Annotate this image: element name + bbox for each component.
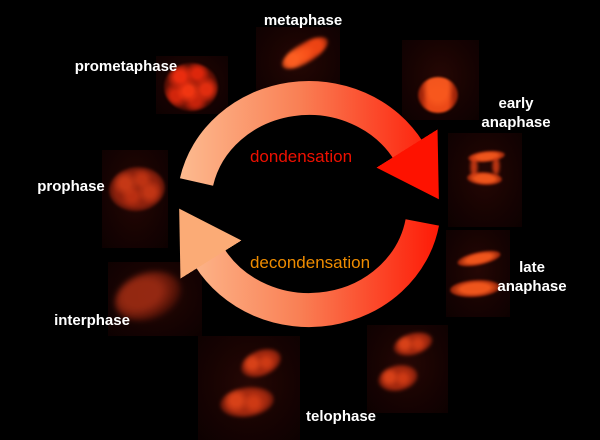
telophase-left-micrograph [198,336,300,440]
prometaphase-chromosomes [164,63,218,111]
prophase-label: prophase [37,178,105,195]
early-anaphase-upper-micrograph [402,40,479,120]
telophase-label: telophase [305,408,377,425]
decondensation-arrow [179,208,439,328]
prometaphase-label: prometaphase [74,58,178,75]
late-anaphase-label: late anaphase [497,259,567,295]
metaphase-label: metaphase [263,12,343,29]
prophase-micrograph [102,150,168,248]
early-anaphase-lower-micrograph [448,133,522,227]
spindle-fiber [470,156,478,178]
early-anaphase-chromosome-cluster [418,77,458,113]
interphase-label: interphase [54,312,130,329]
condensation-label: dondensation [249,147,353,166]
prometaphase-micrograph [156,56,228,114]
decondensation-label: decondensation [249,253,371,272]
late-anaphase-micrograph [446,230,510,317]
condensation-arrow [179,80,439,200]
telophase-right-micrograph [367,325,448,413]
spindle-fiber [492,156,500,176]
early-anaphase-label: early anaphase [481,95,551,131]
